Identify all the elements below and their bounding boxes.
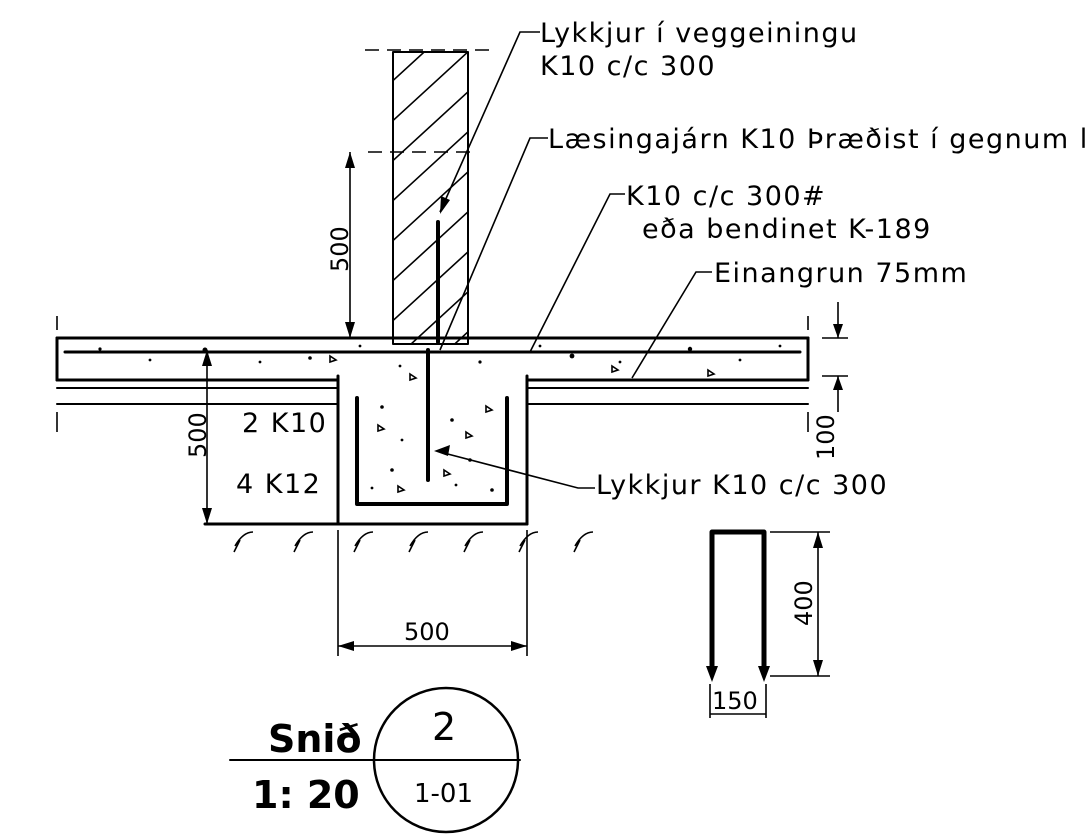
dimension-slab-thickness: 100 bbox=[812, 302, 848, 460]
wall-element bbox=[365, 49, 490, 345]
label-loops-wall-line2: K10 c/c 300 bbox=[540, 51, 716, 82]
stirrup-shape bbox=[709, 529, 767, 675]
label-loops-beam: Lykkjur K10 c/c 300 bbox=[596, 470, 888, 501]
label-insulation: Einangrun 75mm bbox=[714, 258, 968, 289]
dimension-wall-embed: 500 bbox=[326, 152, 355, 338]
label-lock-iron: Læsingajárn K10 Þræðist í gegnum l bbox=[548, 124, 1085, 155]
label-bars-top: 2 K10 bbox=[242, 408, 327, 439]
sheet-reference: 1-01 bbox=[414, 779, 473, 809]
dimension-beam-width: 500 bbox=[337, 530, 528, 656]
ground-symbols bbox=[233, 531, 594, 553]
label-mesh-line1: K10 c/c 300# bbox=[626, 181, 826, 212]
section-title-block: Snið 1: 20 2 1-01 bbox=[229, 686, 521, 834]
section-scale: 1: 20 bbox=[252, 773, 360, 817]
dim-stirrup-width-value: 150 bbox=[712, 687, 758, 715]
dim-beam-width-value: 500 bbox=[404, 618, 450, 646]
dim-slab-thickness-value: 100 bbox=[812, 414, 840, 460]
dim-wall-embed-value: 500 bbox=[326, 226, 354, 272]
label-loops-wall-line1: Lykkjur í veggeiningu bbox=[540, 18, 859, 49]
label-bars-bottom: 4 K12 bbox=[236, 469, 321, 500]
dim-stirrup-height-value: 400 bbox=[790, 580, 818, 626]
label-mesh-line2: eða bendinet K-189 bbox=[642, 214, 932, 245]
floor-slab bbox=[55, 316, 810, 432]
beam-aggregate bbox=[370, 404, 494, 494]
insulation-layer bbox=[56, 387, 809, 405]
stirrup-detail: 400 150 bbox=[706, 529, 830, 718]
leader-lines bbox=[434, 31, 712, 489]
section-name: Snið bbox=[268, 717, 362, 761]
dim-beam-depth-value: 500 bbox=[184, 412, 212, 458]
beam-stirrup bbox=[355, 396, 509, 506]
foundation-beam bbox=[203, 220, 529, 526]
wall-hatching bbox=[393, 52, 468, 344]
dimension-beam-depth: 500 bbox=[184, 350, 212, 524]
section-number: 2 bbox=[432, 705, 456, 749]
slab-aggregate bbox=[98, 344, 782, 382]
